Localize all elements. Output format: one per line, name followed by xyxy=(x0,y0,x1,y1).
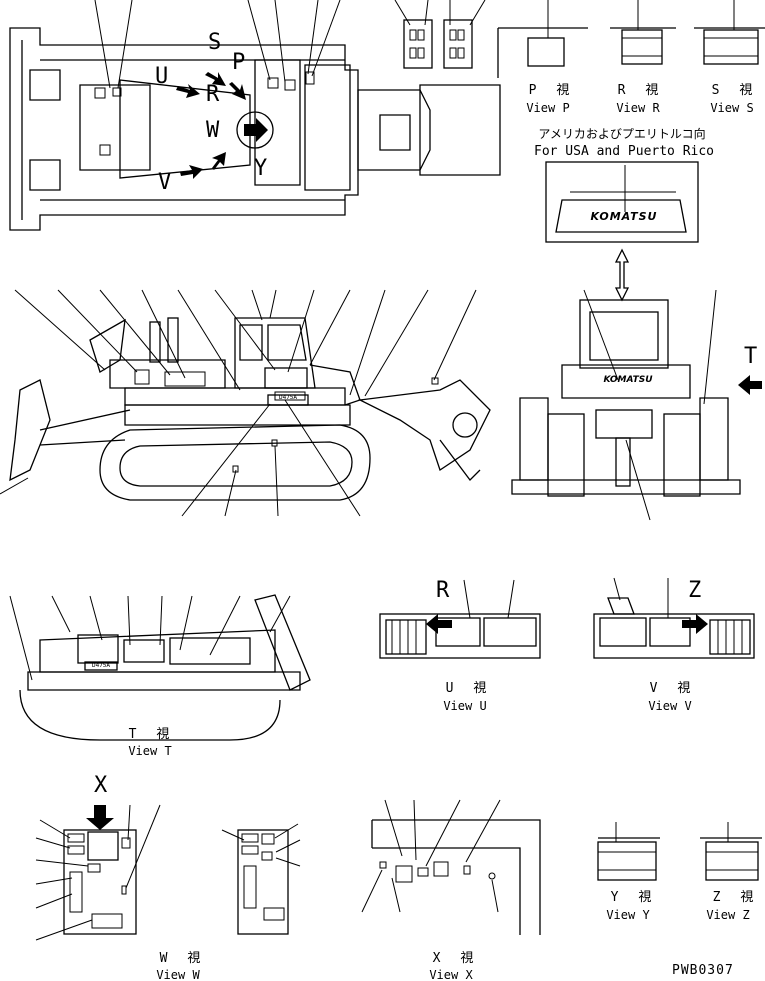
view-w-drawing xyxy=(35,804,301,941)
komatsu-plate-usa xyxy=(545,161,699,302)
arrow-letter-r-view-u: R xyxy=(436,578,450,603)
arrow-letter-u: U xyxy=(155,64,169,89)
view-u-en: View U xyxy=(443,699,487,713)
view-u-drawing xyxy=(379,579,541,659)
arrow-letter-r: R xyxy=(206,82,220,107)
arrow-letter-y: Y xyxy=(254,156,268,181)
view-v-jp: V 視 xyxy=(649,681,697,696)
komatsu-logo-plate: KOMATSU xyxy=(590,210,658,223)
market-note-en: For USA and Puerto Rico xyxy=(533,144,715,159)
view-s-en: View S xyxy=(710,101,754,115)
view-p-en: View P xyxy=(526,101,570,115)
view-x-jp: X 視 xyxy=(432,951,480,966)
view-r-en: View R xyxy=(616,101,660,115)
arrow-letter-p: P xyxy=(232,50,246,75)
view-t-en: View T xyxy=(128,744,172,758)
view-s-jp: S 視 xyxy=(711,83,759,98)
arrow-letter-v: V xyxy=(158,170,172,195)
view-y-en: View Y xyxy=(606,908,650,922)
view-t-jp: T 視 xyxy=(128,727,176,742)
top-right-details xyxy=(394,0,765,78)
drawing-code: PWB0307 xyxy=(672,963,734,978)
view-z-en: View Z xyxy=(706,908,750,922)
front-view-machine xyxy=(511,289,762,521)
view-w-en: View W xyxy=(156,968,200,981)
view-yz-drawing xyxy=(597,822,762,881)
view-v-en: View V xyxy=(648,699,692,713)
view-z-jp: Z 視 xyxy=(712,890,760,905)
top-view-machine xyxy=(9,0,501,231)
model-badge-rear: D475A xyxy=(91,662,111,669)
view-y-jp: Y 視 xyxy=(610,890,658,905)
view-v-drawing xyxy=(593,577,755,659)
view-u-jp: U 視 xyxy=(445,681,493,696)
arrow-letter-w: W xyxy=(206,118,220,143)
arrow-letter-s: S xyxy=(208,30,222,55)
side-view-machine xyxy=(0,289,491,517)
market-note-jp: アメリカおよびプエリトルコ向 xyxy=(538,127,706,141)
arrow-letter-t: T xyxy=(744,344,758,369)
view-p-jp: P 視 xyxy=(528,83,576,98)
arrow-letter-z: Z xyxy=(688,578,702,603)
view-x-en: View X xyxy=(429,968,473,981)
view-t-drawing xyxy=(9,594,311,741)
komatsu-logo-front: KOMATSU xyxy=(603,375,653,385)
arrow-letter-x: X xyxy=(94,773,108,798)
view-x-drawing xyxy=(361,799,541,935)
model-badge-side: D475A xyxy=(278,394,298,401)
view-w-jp: W 視 xyxy=(159,951,207,966)
view-r-jp: R 視 xyxy=(617,83,665,98)
